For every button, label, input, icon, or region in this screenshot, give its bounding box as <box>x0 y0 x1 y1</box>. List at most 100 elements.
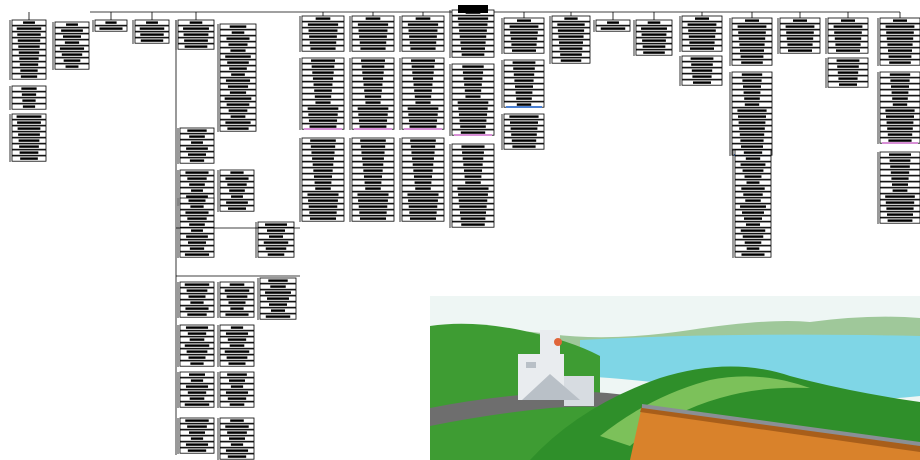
node-label-bar <box>309 205 338 207</box>
node-label-bar <box>360 217 386 219</box>
node-label-bar <box>458 17 488 19</box>
node-label-bar <box>20 151 39 153</box>
node-label-bar <box>20 63 38 65</box>
node-label-bar <box>737 109 766 111</box>
node-label-bar <box>740 49 764 51</box>
node-label-bar <box>744 91 761 93</box>
node-label-bar <box>365 187 381 189</box>
branch-5 <box>300 16 344 222</box>
node-label-bar <box>642 39 666 41</box>
node-label-bar <box>230 419 244 421</box>
node-label-bar <box>362 157 384 159</box>
node-label-bar <box>892 91 909 93</box>
node-label-bar <box>642 33 667 35</box>
sub-branch-12 <box>218 325 254 367</box>
node-label-bar <box>889 55 912 57</box>
node-label-bar <box>359 211 386 213</box>
node-label-bar <box>462 65 483 67</box>
node-label-bar <box>360 125 387 127</box>
node-label-bar <box>231 115 246 117</box>
node-label-bar <box>460 125 486 127</box>
sub-branch-7 <box>256 222 294 258</box>
node-label-bar <box>745 241 762 243</box>
node-label-bar <box>837 59 860 61</box>
node-label-bar <box>465 175 482 177</box>
branch-9 <box>502 18 544 150</box>
node-label-bar <box>310 41 336 43</box>
node-label-bar <box>747 247 760 249</box>
node-label-bar <box>744 151 762 153</box>
node-label-bar <box>309 29 338 31</box>
node-label-bar <box>743 235 764 237</box>
node-label-bar <box>787 43 812 45</box>
node-label-bar <box>462 151 484 153</box>
node-label-bar <box>225 55 251 57</box>
node-label-bar <box>360 41 386 43</box>
node-label-bar <box>362 65 385 67</box>
node-label-bar <box>186 326 208 328</box>
node-label-bar <box>18 45 39 47</box>
node-label-bar <box>266 315 290 317</box>
node-label-bar <box>513 67 535 69</box>
node-label-bar <box>744 97 760 99</box>
node-label-bar <box>314 89 332 91</box>
node-label-bar <box>187 177 206 179</box>
node-label-bar <box>185 307 208 309</box>
node-label-bar <box>363 77 383 79</box>
node-label-bar <box>885 195 915 197</box>
node-label-bar <box>187 313 206 315</box>
node-label-bar <box>18 133 40 135</box>
node-label-bar <box>99 27 122 29</box>
node-label-bar <box>691 63 713 65</box>
node-label-bar <box>230 171 243 173</box>
node-label-bar <box>226 37 249 39</box>
node-label-bar <box>228 85 248 87</box>
node-label-bar <box>365 181 382 183</box>
node-label-bar <box>462 53 485 55</box>
node-label-bar <box>366 17 381 19</box>
node-label-bar <box>364 83 383 85</box>
node-label-bar <box>510 121 538 123</box>
node-label-bar <box>743 169 764 171</box>
node-label-bar <box>228 207 246 209</box>
node-label-bar <box>310 47 335 49</box>
node-label-bar <box>410 47 435 49</box>
node-label-bar <box>837 65 859 67</box>
node-label-bar <box>892 97 908 99</box>
node-label-bar <box>459 113 487 115</box>
node-label-bar <box>231 195 243 197</box>
node-label-bar <box>309 35 337 37</box>
node-label-bar <box>745 19 759 21</box>
node-label-bar <box>885 109 914 111</box>
node-label-bar <box>741 145 763 147</box>
node-label-bar <box>893 103 907 105</box>
node-label-bar <box>188 449 206 451</box>
node-label-bar <box>20 69 37 71</box>
node-label-bar <box>409 205 438 207</box>
node-label-bar <box>186 147 208 149</box>
sub-branch-16 <box>218 418 254 460</box>
node-label-bar <box>189 295 206 297</box>
node-label-bar <box>190 205 203 207</box>
node-label-bar <box>786 31 814 33</box>
node-label-bar <box>17 27 41 29</box>
node-label-bar <box>413 77 433 79</box>
node-label-bar <box>190 397 205 399</box>
node-label-bar <box>839 83 857 85</box>
node-label-bar <box>409 35 437 37</box>
node-label-bar <box>688 29 716 31</box>
node-label-bar <box>230 91 246 93</box>
node-label-bar <box>269 303 287 305</box>
node-label-bar <box>191 141 203 143</box>
node-label-bar <box>21 87 36 89</box>
branch-7 <box>400 16 444 222</box>
node-label-bar <box>226 332 248 334</box>
node-label-bar <box>232 31 245 33</box>
node-label-bar <box>889 153 911 155</box>
node-label-bar <box>461 223 485 225</box>
node-label-bar <box>358 107 389 109</box>
sub-branch-3 <box>178 128 214 164</box>
node-label-bar <box>105 21 116 23</box>
node-label-bar <box>264 241 288 243</box>
node-label-bar <box>407 193 438 195</box>
